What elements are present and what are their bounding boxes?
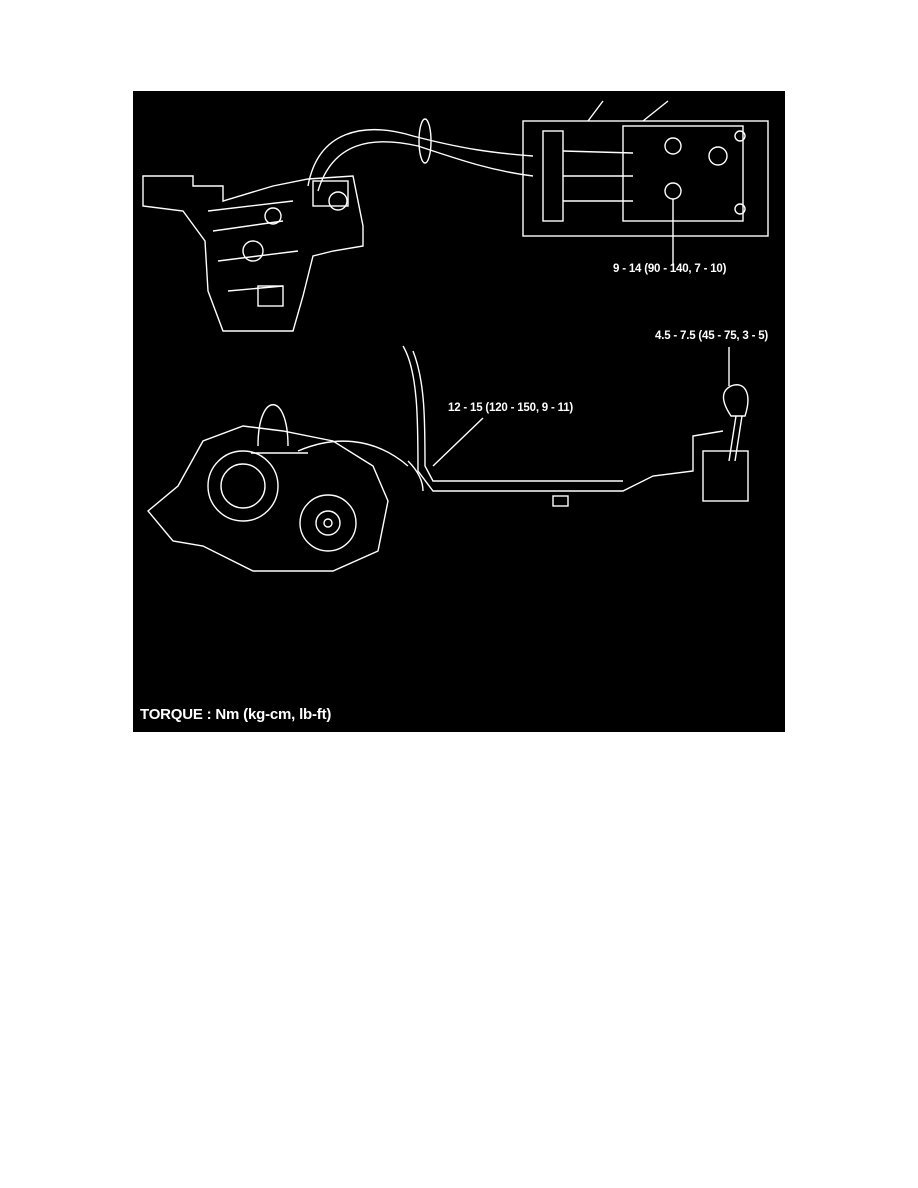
diagram-drawing — [142, 100, 769, 572]
transaxle-side-view — [147, 404, 409, 572]
callout-shifter-bolts: 9 - 14 (90 - 140, 7 - 10) — [613, 263, 727, 275]
shifter-assembly-top — [522, 100, 769, 266]
shift-cable-diagram: 9 - 14 (90 - 140, 7 - 10) 4.5 - 7.5 (45 … — [133, 91, 785, 732]
transmission-top-view — [142, 175, 364, 332]
callout-bracket-bolts: 12 - 15 (120 - 150, 9 - 11) — [448, 402, 574, 414]
callout-lever-knob: 4.5 - 7.5 (45 - 75, 3 - 5) — [655, 330, 769, 342]
shift-lever — [722, 384, 749, 462]
torque-legend: TORQUE : Nm (kg-cm, lb-ft) — [140, 706, 332, 723]
cable-bracket-lower — [402, 345, 749, 507]
shift-cables-top — [307, 118, 534, 192]
leader-line-bracket — [432, 417, 484, 467]
